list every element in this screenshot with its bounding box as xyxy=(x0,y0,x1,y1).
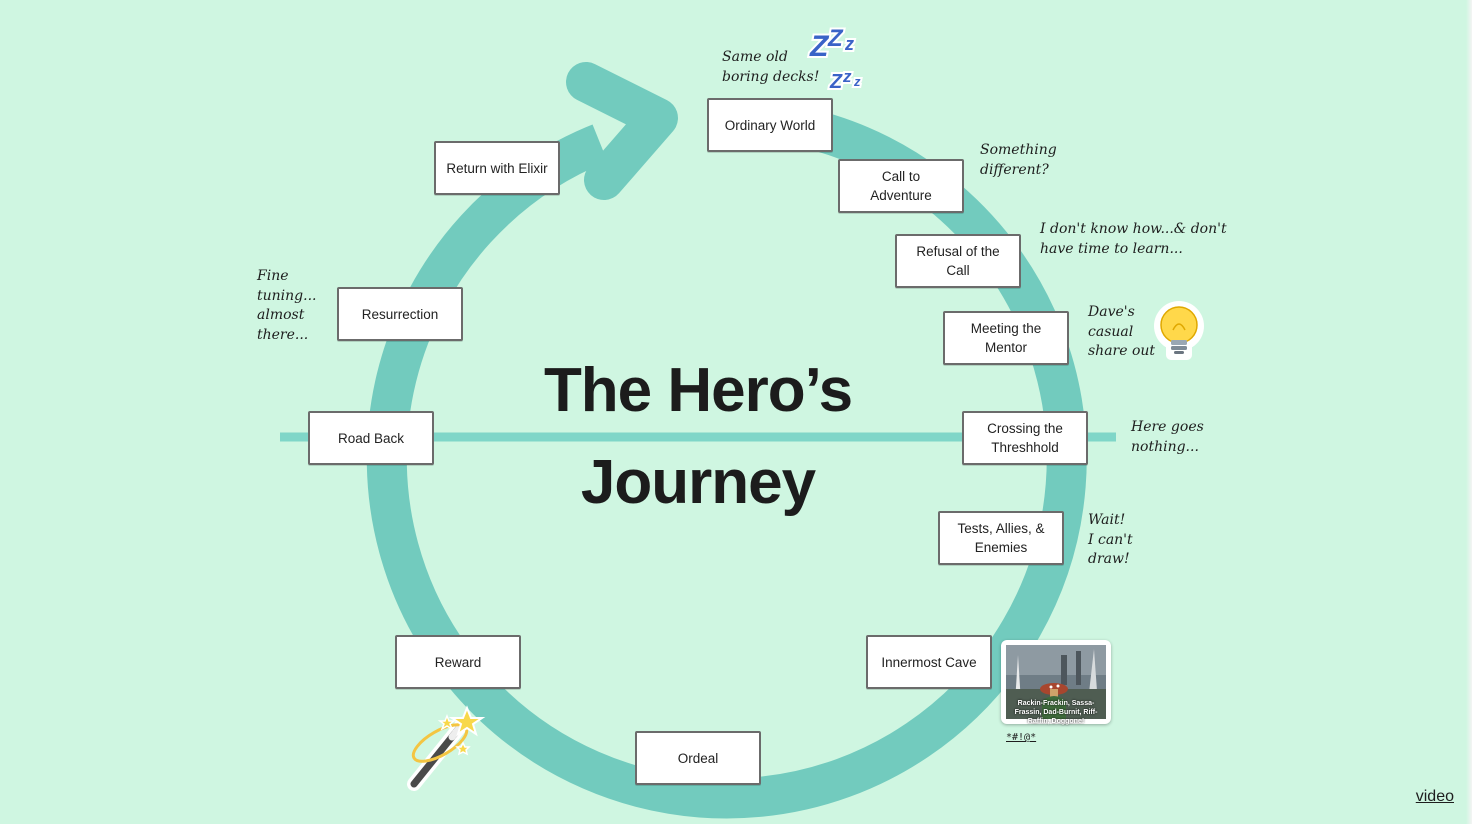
journey-ring xyxy=(366,105,1087,819)
svg-text:z: z xyxy=(853,74,861,89)
stage-call-to-adventure[interactable]: Call to Adventure xyxy=(838,159,964,213)
lightbulb-icon xyxy=(1154,301,1204,360)
svg-text:z: z xyxy=(844,34,854,54)
thumbnail-link[interactable]: *#!@* xyxy=(1006,732,1037,743)
note-fine-tuning: Fine tuning... almost there... xyxy=(257,268,317,343)
stage-road-back[interactable]: Road Back xyxy=(308,411,434,465)
stage-ordeal[interactable]: Ordeal xyxy=(635,731,761,785)
stage-refusal-of-the-call[interactable]: Refusal of the Call xyxy=(895,234,1021,288)
note-dont-know-how: I don't know how...& don't have time to … xyxy=(1040,221,1227,257)
cartoon-thumbnail[interactable]: Rackin-Frackin, Sassa-Frassin, Dad-Burni… xyxy=(1001,640,1111,725)
svg-text:Z: Z xyxy=(829,71,843,93)
magic-wand-icon xyxy=(407,705,486,791)
right-edge-scrollbar-area xyxy=(1466,0,1472,824)
video-link[interactable]: video xyxy=(1415,788,1454,805)
stage-innermost-cave[interactable]: Innermost Cave xyxy=(866,635,992,689)
svg-text:Z: Z xyxy=(809,30,830,63)
title-line-2: Journey xyxy=(580,448,816,517)
stage-tests-allies-enemies[interactable]: Tests, Allies, & Enemies xyxy=(938,511,1064,565)
svg-text:Z: Z xyxy=(827,25,844,52)
zzz-icon: Z Z z Z z z xyxy=(807,23,863,95)
stage-resurrection[interactable]: Resurrection xyxy=(337,287,463,341)
note-something-different: Something different? xyxy=(980,142,1057,178)
note-here-goes: Here goes nothing... xyxy=(1131,419,1204,455)
note-daves-casual: Dave's casual share out xyxy=(1088,304,1156,359)
stage-ordinary-world[interactable]: Ordinary World xyxy=(707,98,833,152)
note-wait-cant-draw: Wait! I can't draw! xyxy=(1088,512,1133,567)
thumbnail-caption: Rackin-Frackin, Sassa-Frassin, Dad-Burni… xyxy=(1014,700,1098,725)
stage-reward[interactable]: Reward xyxy=(395,635,521,689)
stage-crossing-the-threshold[interactable]: Crossing the Threshhold xyxy=(962,411,1088,465)
title-line-1: The Hero’s xyxy=(543,356,853,425)
svg-text:z: z xyxy=(842,67,852,86)
cartoon-scene-image xyxy=(1006,645,1106,719)
note-same-old: Same old boring decks! xyxy=(722,49,820,85)
stage-return-with-elixir[interactable]: Return with Elixir xyxy=(434,141,560,195)
circular-arrow-icon xyxy=(566,62,678,200)
stage-meeting-the-mentor[interactable]: Meeting the Mentor xyxy=(943,311,1069,365)
